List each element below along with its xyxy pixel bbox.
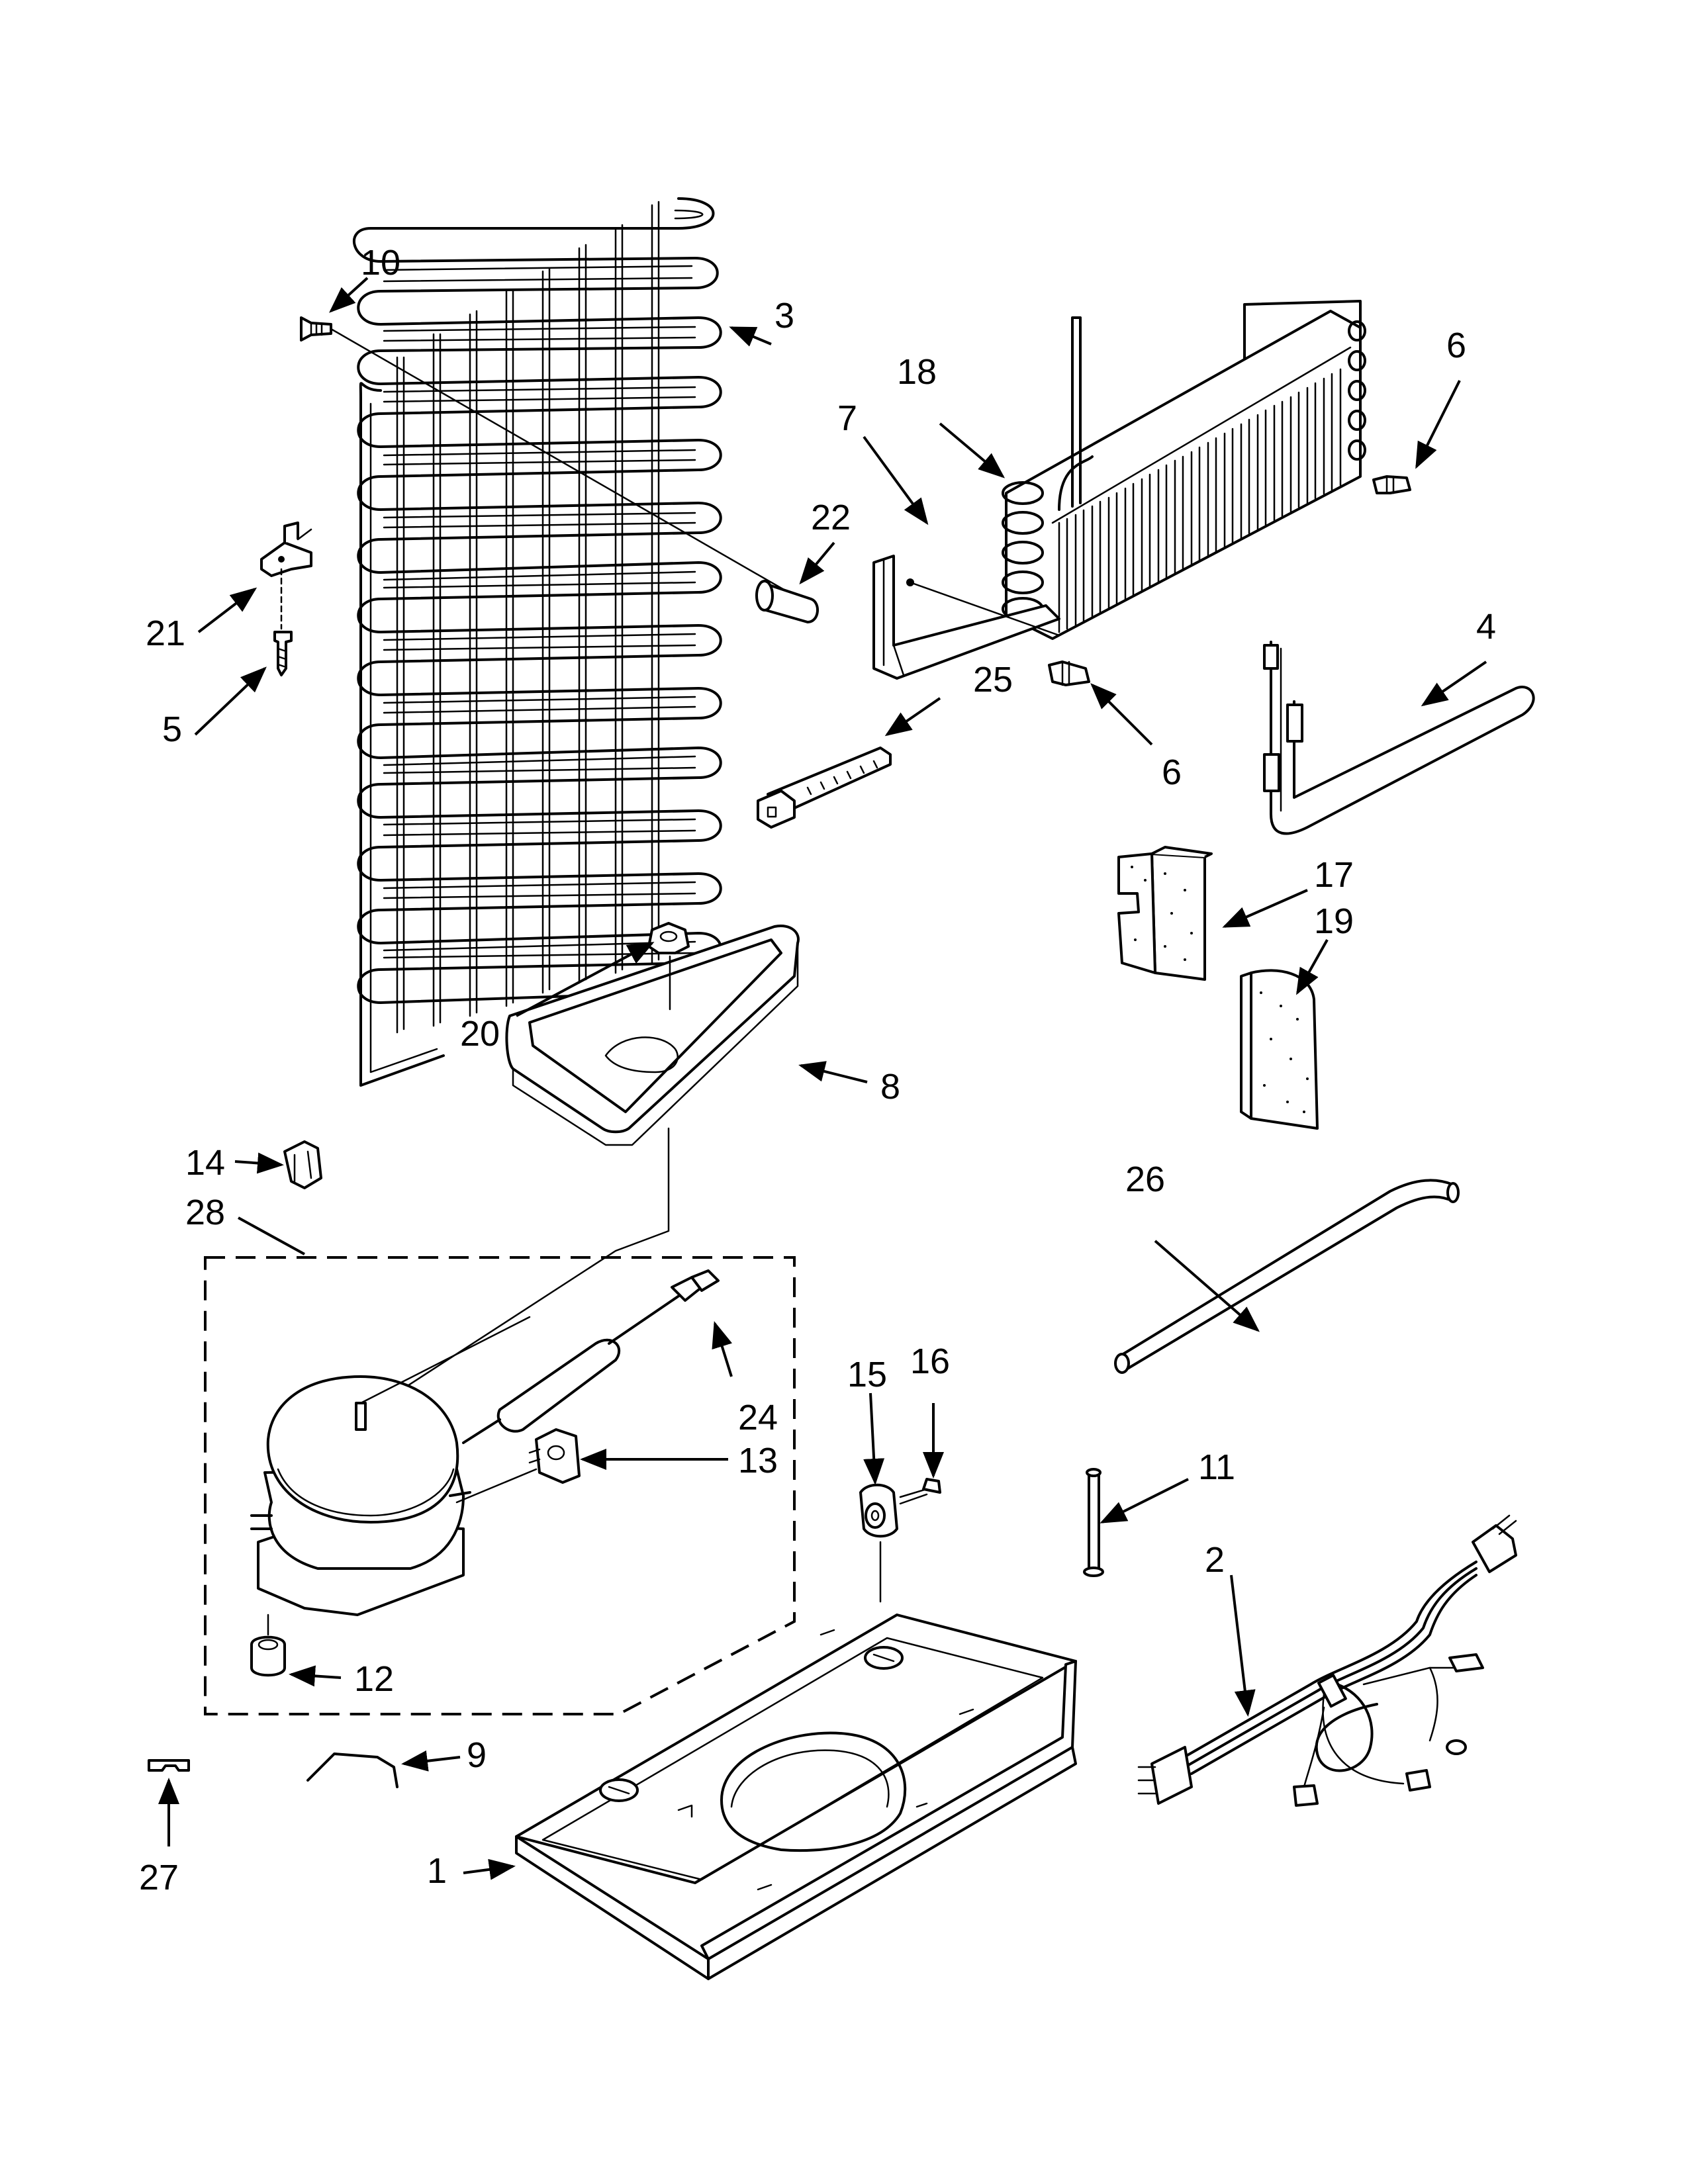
callout-9: 9 [467, 1735, 487, 1775]
clip-14 [283, 1140, 322, 1189]
wire-clip-9 [306, 1752, 399, 1788]
line-pan-to-compressor [369, 1127, 670, 1411]
callout-15: 15 [847, 1355, 887, 1394]
callout-12: 12 [354, 1659, 394, 1699]
compressor [250, 1375, 471, 1616]
screw-5 [273, 631, 293, 676]
callout-1: 1 [427, 1851, 447, 1891]
evaporator-18 [1002, 300, 1366, 640]
grommet-20 [647, 922, 690, 1011]
compressor-assembly-28-box [204, 1256, 796, 1715]
relay-13 [455, 1428, 581, 1504]
callout-13: 13 [738, 1441, 778, 1480]
clip-27 [148, 1759, 190, 1772]
tube-26 [1114, 1179, 1460, 1374]
callout-20: 20 [460, 1014, 500, 1054]
callout-22: 22 [811, 498, 851, 537]
callout-28: 28 [185, 1193, 225, 1232]
foam-block-19 [1240, 969, 1319, 1130]
callout-2: 2 [1205, 1540, 1225, 1580]
line-to-compressor-top [359, 1316, 531, 1404]
foam-block-17 [1117, 846, 1213, 981]
wire-harness-2 [1137, 1514, 1517, 1807]
callout-8: 8 [880, 1067, 900, 1107]
callout-14: 14 [185, 1143, 225, 1183]
callout-19: 19 [1314, 901, 1354, 941]
screw-10 [300, 316, 796, 597]
grommet-12 [250, 1614, 286, 1677]
callout-3: 3 [774, 296, 794, 336]
condenser-coil [352, 197, 722, 1087]
callout-24: 24 [738, 1398, 778, 1437]
callout-6a: 6 [1446, 326, 1466, 365]
callout-25: 25 [973, 660, 1013, 700]
callout-4: 4 [1476, 607, 1496, 647]
callout-6b: 6 [1162, 752, 1182, 792]
callout-26: 26 [1125, 1160, 1165, 1199]
heater-4 [1263, 641, 1535, 835]
callout-18: 18 [897, 352, 937, 392]
bolt-22 [755, 580, 819, 623]
screw-16 [899, 1478, 941, 1505]
foam-texture [1131, 866, 1309, 1113]
bracket-21 [260, 522, 312, 630]
callout-10: 10 [361, 243, 400, 283]
callout-21: 21 [146, 614, 185, 653]
callout-11: 11 [1198, 1447, 1235, 1487]
drain-trough-7 [872, 555, 1060, 680]
callout-labels: 1 2 3 4 5 6 6 7 8 9 10 11 12 13 14 15 16… [139, 243, 1496, 1897]
callout-27: 27 [139, 1858, 179, 1897]
leader-lines [158, 277, 1487, 1880]
cable-tie-25 [757, 747, 892, 829]
callout-7: 7 [837, 398, 857, 438]
roller-15 [859, 1483, 898, 1603]
base-tray-1 [515, 1614, 1077, 1980]
callout-17: 17 [1314, 855, 1354, 895]
screw-6-right [1372, 475, 1411, 494]
callout-16: 16 [910, 1342, 950, 1381]
pin-11 [1083, 1468, 1104, 1577]
drier-24 [462, 1269, 720, 1444]
screw-6-bottom [1048, 660, 1090, 686]
drain-pan-8 [505, 925, 800, 1146]
callout-5: 5 [162, 709, 182, 749]
